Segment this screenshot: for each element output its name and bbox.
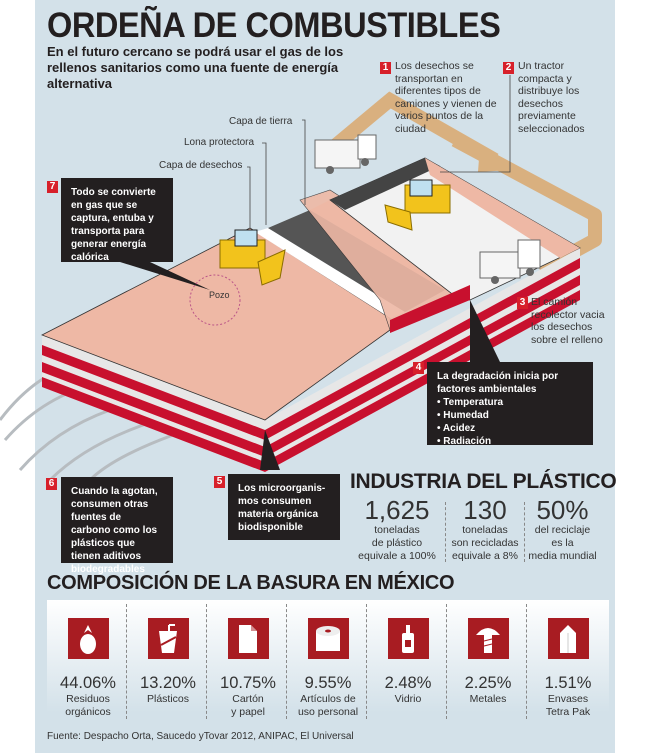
step-1-text: Los desechos se transportan en diferente…: [395, 60, 497, 135]
plastic-industry-title: INDUSTRIA DEL PLÁSTICO: [350, 470, 617, 493]
composition-percent: 2.25%: [464, 674, 512, 692]
step-number: 4: [413, 362, 424, 374]
step-number: 1: [380, 62, 391, 74]
composition-item: 2.48%Vidrio: [367, 600, 449, 725]
composition-category: Plásticos: [146, 693, 189, 705]
subtitle: En el futuro cercano se podrá usar el ga…: [47, 44, 344, 91]
step-3-text: El camión recolector vacia los desechos …: [531, 296, 605, 346]
composition-category: Vidrio: [394, 693, 422, 705]
composition-category: y papel: [231, 706, 265, 718]
toilet-paper-icon: [307, 618, 349, 659]
bottle-icon: [387, 618, 429, 659]
protective-liner: [255, 228, 405, 318]
step-number: 5: [214, 476, 225, 488]
source-note: Fuente: Despacho Orta, Saucedo yTovar 20…: [47, 731, 354, 742]
dump-truck-icon: [479, 239, 541, 284]
composition-percent: 10.75%: [220, 674, 276, 692]
composition-percent: 9.55%: [304, 674, 352, 692]
step-2-text: Un tractor compacta y distribuye los des…: [518, 60, 585, 135]
front-drop: [390, 285, 470, 333]
step-4-text: La degradación inicia por factores ambie…: [437, 371, 559, 395]
step-5-callout: Los microorganis-mos consumen materia or…: [228, 474, 340, 540]
truck-icon: [314, 134, 377, 174]
composition-percent: 44.06%: [60, 674, 116, 692]
label-lona-protectora: Lona protectora: [184, 137, 255, 148]
bullet: • Temperatura: [437, 397, 504, 408]
composition-category: Artículos de: [300, 693, 356, 705]
divider: [446, 604, 447, 719]
callout-pointer-7: [120, 262, 210, 290]
composition-category: Envases: [547, 693, 589, 705]
pineapple-icon: [67, 618, 109, 659]
step-6-callout: Cuando la agotan, consumen otras fuentes…: [61, 477, 173, 575]
composition-percent: 2.48%: [384, 674, 432, 692]
step-number: 7: [47, 181, 58, 193]
label-capa-tierra: Capa de tierra: [229, 116, 293, 127]
divider: [524, 502, 525, 562]
step-7-callout: Todo se convierte en gas que se captura,…: [61, 178, 173, 263]
composition-percent: 1.51%: [544, 674, 592, 692]
composition-item: 13.20%Plásticos: [127, 600, 209, 725]
composition-category: Residuos: [66, 693, 110, 705]
step-4-callout: La degradación inicia por factores ambie…: [427, 362, 593, 447]
bullet: • Radiación: [437, 436, 492, 447]
composition-item: 2.25%Metales: [447, 600, 529, 725]
divider: [366, 604, 367, 719]
bulldozer-icon: [219, 229, 286, 286]
composition-category: Tetra Pak: [545, 706, 591, 718]
composition-category: orgánicos: [65, 706, 111, 718]
plastic-stat: 50% del reciclaje es la media mundial: [528, 495, 597, 562]
step-number: 3: [517, 297, 528, 309]
plastic-stat: 130 toneladas son recicladas equivale a …: [451, 495, 519, 562]
divider: [206, 604, 207, 719]
divider: [445, 502, 446, 562]
composition-percent: 13.20%: [140, 674, 196, 692]
label-pozo: Pozo: [209, 290, 230, 300]
callout-pointer-5: [260, 430, 280, 470]
carton-icon: [547, 618, 589, 659]
composition-category: Cartón: [232, 693, 264, 705]
bulldozer-icon: [384, 179, 451, 231]
paper-icon: [227, 618, 269, 659]
label-capa-desechos: Capa de desechos: [159, 160, 243, 171]
screw-icon: [467, 618, 509, 659]
cup-icon: [147, 618, 189, 659]
bullet: • Acidez: [437, 423, 476, 434]
divider: [526, 604, 527, 719]
divider: [286, 604, 287, 719]
composition-category: uso personal: [297, 706, 359, 718]
page-title: ORDEÑA DE COMBUSTIBLES: [47, 6, 501, 45]
composition-category: Metales: [469, 693, 507, 705]
step-number: 2: [503, 62, 514, 74]
callout-pointer-4: [470, 300, 500, 362]
bullet: • Humedad: [437, 410, 489, 421]
composition-title: COMPOSICIÓN DE LA BASURA EN MÉXICO: [47, 572, 455, 594]
plastic-stat: 1,625 toneladas de plástico equivale a 1…: [358, 495, 436, 562]
landfill-left-side: [42, 335, 265, 472]
step-number: 6: [46, 478, 57, 490]
well-marker: [189, 274, 241, 326]
divider: [126, 604, 127, 719]
